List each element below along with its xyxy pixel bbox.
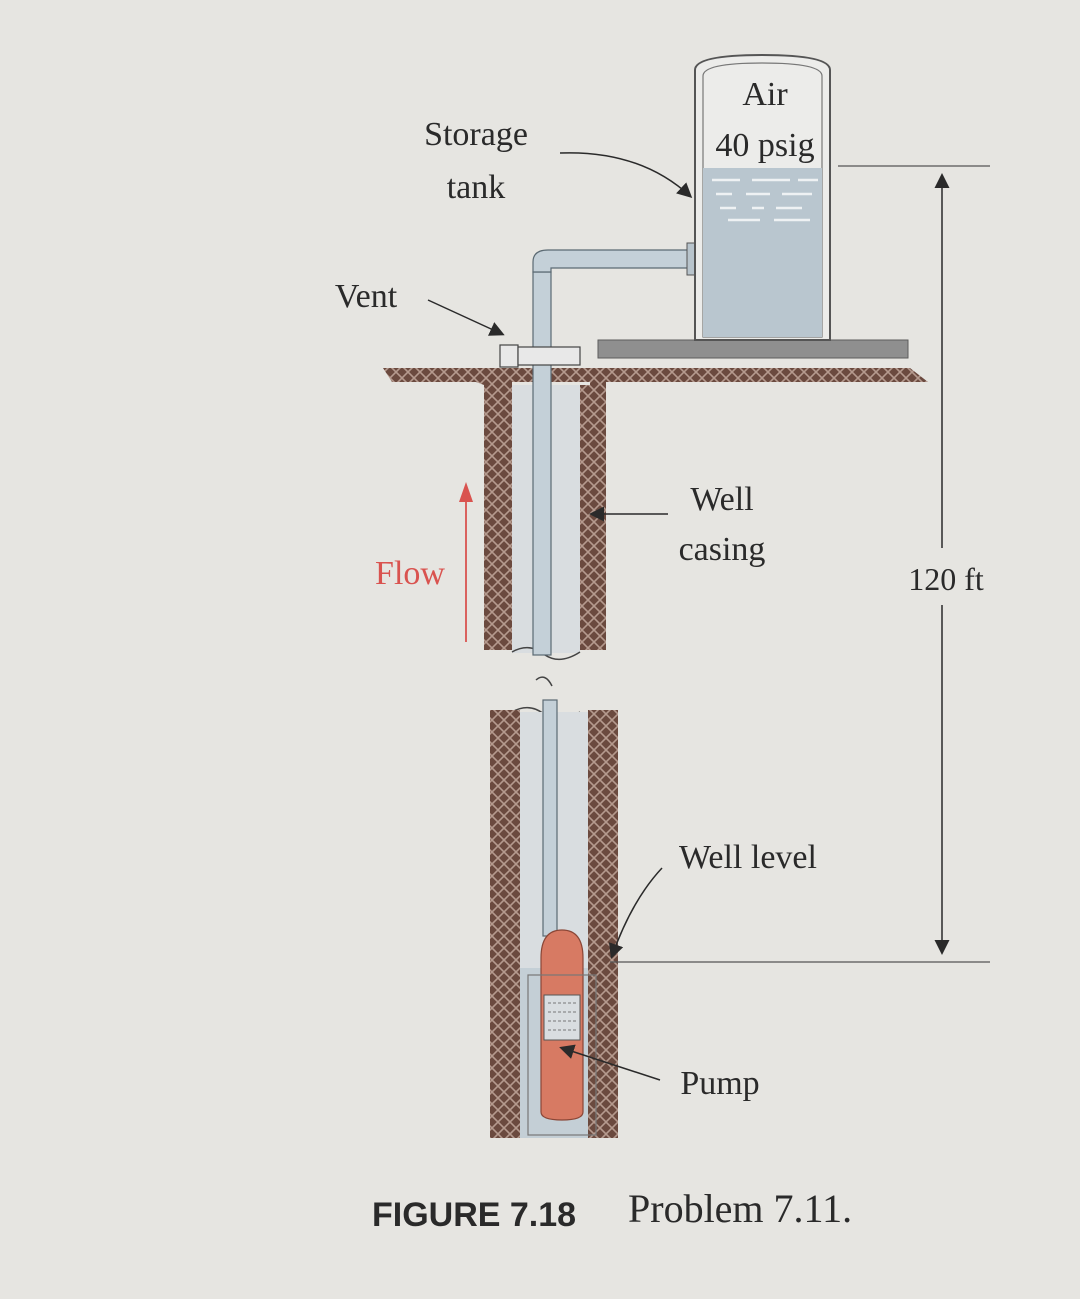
well-casing-label-2: casing <box>679 531 766 568</box>
pressure-label: 40 psig <box>715 127 814 164</box>
well-casing-right-upper <box>580 382 606 650</box>
flow-label: Flow <box>375 555 445 592</box>
well-level-label: Well level <box>679 839 817 876</box>
storage-tank-label-2: tank <box>447 169 506 206</box>
tank-base-slab <box>597 339 909 359</box>
vent-cap <box>517 346 581 366</box>
riser-pipe <box>532 271 552 656</box>
vent-fitting <box>499 344 519 368</box>
storage-tank-leader <box>559 152 693 199</box>
pipe-break <box>535 676 553 687</box>
well-casing-right-lower <box>588 710 618 1138</box>
air-label: Air <box>742 76 788 113</box>
tank-water <box>703 168 822 337</box>
height-label: 120 ft <box>908 561 984 597</box>
well-casing-left-upper <box>476 382 512 650</box>
well-casing-label: Well <box>690 481 753 518</box>
pump-shroud <box>527 974 597 1136</box>
riser-pipe-lower <box>542 699 558 937</box>
vent-leader <box>427 299 505 336</box>
figure-caption: Problem 7.11. <box>628 1186 852 1231</box>
water-surface-marks <box>712 178 818 222</box>
tank-inner-wall <box>702 62 823 338</box>
figure-number: FIGURE 7.18 <box>372 1196 576 1234</box>
well-level-leader <box>608 867 663 959</box>
ground-surface <box>383 368 928 385</box>
pipe-flange <box>686 242 696 276</box>
well-casing-left-lower <box>490 710 520 1138</box>
pump-label: Pump <box>680 1065 759 1102</box>
pump-leader <box>559 1044 661 1081</box>
pipe-elbow <box>532 249 691 273</box>
vent-label: Vent <box>335 278 398 315</box>
pump-intake-screen <box>543 994 581 1041</box>
flow-arrow-head <box>459 482 473 502</box>
storage-tank-label: Storage <box>424 116 528 153</box>
